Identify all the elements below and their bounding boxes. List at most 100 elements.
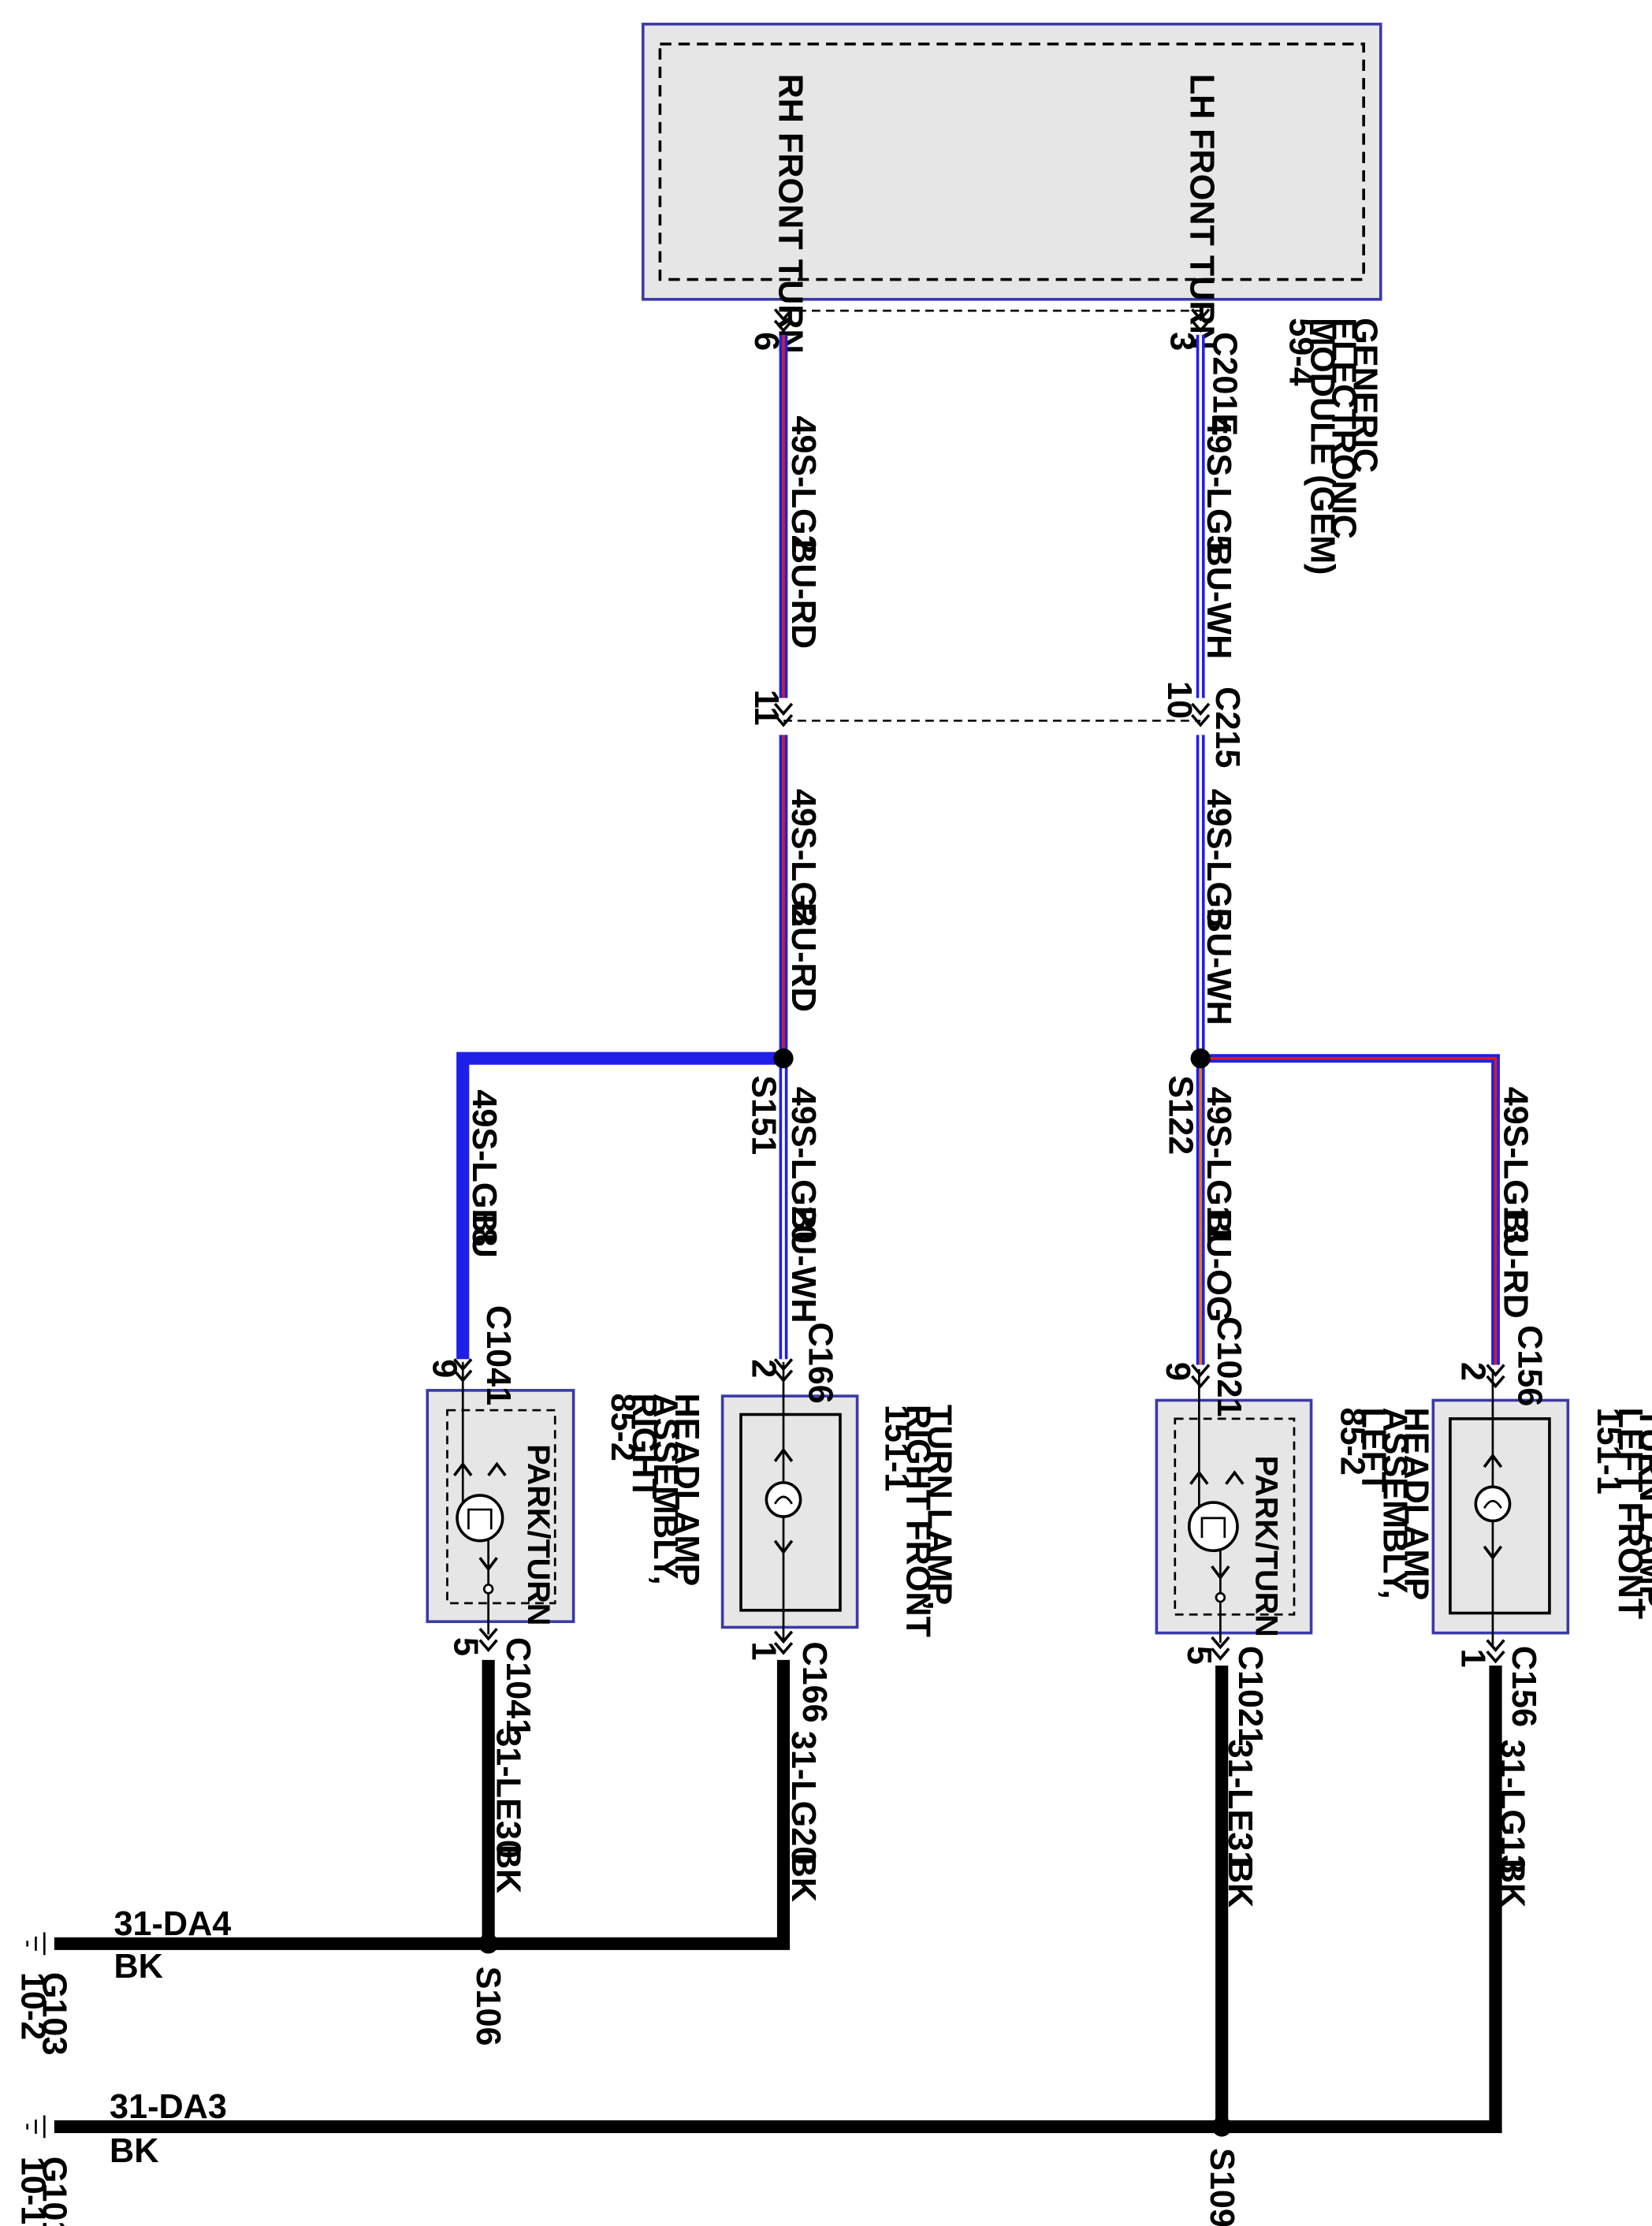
- turn-right-inner: [739, 1413, 842, 1612]
- turn-left-name-3: 151-1: [1590, 1407, 1628, 1494]
- splice-s122-dot: [1190, 1048, 1211, 1069]
- ground-g101-id: G101: [35, 2157, 73, 2226]
- filament-icon: [467, 1508, 493, 1530]
- gem-name-line-1: GENERIC: [1346, 318, 1384, 473]
- connector-c156-top-icon: [1486, 1364, 1505, 1389]
- rh-upper-circuit: 49S-LG2: [784, 415, 822, 553]
- headlamp-right-name: HEADLAMP ASSEMBLY, RIGHT 85-2: [604, 1393, 705, 1586]
- lh-mid-color: BU-WH: [1200, 908, 1237, 1026]
- c1041-top-label: C1041: [479, 1305, 517, 1405]
- c215-label: C215: [1208, 687, 1246, 768]
- splice-s106-dot: [478, 1934, 499, 1954]
- connector-c215-pin10-icon: [1191, 702, 1211, 728]
- c1021-bottom-label: C1021: [1231, 1646, 1269, 1746]
- headlamp-left-bulb-label: PARK/TURN: [1248, 1456, 1283, 1637]
- headlamp-right-name-1: HEADLAMP: [668, 1393, 705, 1586]
- gem-module-name: GENERIC ELECTRONIC MODULE (GEM) 59-4: [1282, 318, 1384, 575]
- splice-s122-label: S122: [1162, 1075, 1200, 1155]
- headlamp-left-name-3: LEFT: [1354, 1407, 1392, 1492]
- turn-right-name-1: TURN LAMP,: [921, 1405, 958, 1610]
- gnd-turn-rh-circuit: 31-LG20: [784, 1731, 822, 1865]
- headlamp-left-name-1: HEADLAMP: [1397, 1407, 1434, 1600]
- lh-mid-circuit: 49S-LG5: [1200, 789, 1237, 927]
- wire-gnd-turn-rh: [488, 1659, 791, 1950]
- terminal-dot: [1215, 1591, 1226, 1603]
- headlamp-right-inner: [446, 1409, 556, 1605]
- gnd-turn-lh-circuit: 31-LG13: [1494, 1740, 1531, 1874]
- connector-c1021-bottom-icon: [1211, 1636, 1230, 1661]
- headlamp-left-name: HEADLAMP ASSEMBLY, LEFT 85-2: [1333, 1407, 1434, 1600]
- headlamp-lh-circuit: 49S-LG11: [1200, 1087, 1237, 1242]
- bulb-icon: [456, 1494, 504, 1543]
- c215-pin-10: 10: [1160, 681, 1198, 719]
- headlamp-right-name-2: ASSEMBLY,: [646, 1393, 684, 1584]
- c156-top-label: C156: [1510, 1325, 1548, 1406]
- splice-s151-dot: [773, 1048, 794, 1069]
- filament-icon: [1483, 1499, 1502, 1509]
- ground-g101-page: 10-1: [13, 2157, 51, 2224]
- arrow-down-icon: [1211, 1565, 1230, 1580]
- arrow-up-icon: [1483, 1453, 1503, 1468]
- ground-g103-circuit: 31-DA4: [113, 1905, 231, 1943]
- turn-lamp-left-front: TURN LAMP, LEFT FRONT 151-1: [1431, 1368, 1652, 1646]
- c166-bottom-label: C166: [795, 1641, 833, 1722]
- wires: [54, 334, 1502, 2134]
- arrow-up-icon: [773, 1447, 794, 1462]
- gem-name-line-4: 59-4: [1282, 318, 1320, 385]
- c166-pin-2: 2: [744, 1359, 782, 1378]
- c1021-top-label: C1021: [1210, 1316, 1248, 1416]
- connector-c166-bottom-icon: [773, 1630, 794, 1655]
- headlamp-rh-color: BU: [465, 1208, 503, 1257]
- headlamp-assembly-right: PARK/TURN HEADLAMP ASSEMBLY, RIGHT 85-2: [426, 1361, 705, 1635]
- ground-g101-color: BK: [110, 2132, 158, 2170]
- gnd-turn-lh-color: BK: [1494, 1859, 1531, 1908]
- gem-module-box: [642, 22, 1382, 301]
- ground-g103-id: G103: [35, 1972, 73, 2056]
- ground-g101-circuit: 31-DA3: [110, 2088, 227, 2126]
- connector-symbols: [453, 308, 1505, 1664]
- headlamp-left-inner: [1174, 1417, 1296, 1616]
- headlamp-lh-color: BU-OG: [1200, 1208, 1237, 1322]
- connector-c201e-pin3-icon: [1191, 308, 1211, 333]
- turn-right-name-3: 151-1: [878, 1405, 916, 1491]
- ground-g103-color: BK: [113, 1948, 162, 1986]
- gem-name-line-3: MODULE (GEM): [1304, 318, 1341, 575]
- turn-left-inner: [1449, 1417, 1551, 1615]
- headlamp-left-name-4: 85-2: [1333, 1407, 1371, 1475]
- bulb-icon: [1474, 1485, 1512, 1523]
- gem-module-inner-dashed: [658, 42, 1365, 281]
- c201e-pin-3: 3: [1163, 332, 1200, 351]
- turn-left-name: TURN LAMP, LEFT FRONT 151-1: [1590, 1407, 1652, 1619]
- filament-icon: [1200, 1517, 1226, 1539]
- connector-c1041-bottom-icon: [478, 1628, 498, 1653]
- c1041-pin-9: 9: [425, 1359, 463, 1378]
- connector-c201e-pin6-icon: [773, 308, 794, 333]
- c201e-pin-6: 6: [747, 332, 785, 351]
- turn-rh-circuit: 49S-LG20: [784, 1087, 822, 1244]
- headlamp-right-name-3: RIGHT: [625, 1393, 663, 1498]
- turn-left-name-1: TURN LAMP,: [1632, 1407, 1652, 1613]
- c166-pin-1: 1: [744, 1641, 782, 1660]
- c1021-pin-9: 9: [1159, 1362, 1196, 1381]
- turn-lh-color: BU-RD: [1496, 1208, 1534, 1318]
- c1041-pin-5: 5: [446, 1637, 484, 1656]
- turn-rh-color: BU-WH: [784, 1206, 822, 1323]
- connector-c156-bottom-icon: [1486, 1639, 1505, 1664]
- gem-module: RH FRONT TURN LH FRONT TURN GENERIC ELEC…: [642, 22, 1384, 575]
- bulb-icon: [1187, 1501, 1239, 1553]
- rh-front-turn-label: RH FRONT TURN: [772, 74, 809, 354]
- rh-upper-color: BU-RD: [784, 539, 822, 649]
- gnd-headlamp-rh-circuit: 31-LE30: [489, 1728, 526, 1859]
- c1041-bottom-label: C1041: [499, 1637, 537, 1737]
- headlamp-rh-circuit: 49S-LG18: [465, 1089, 503, 1246]
- gnd-headlamp-rh-color: BK: [489, 1844, 526, 1893]
- ground-g103-icon: [26, 1932, 46, 1956]
- splice-s151-label: S151: [744, 1075, 782, 1155]
- rh-mid-circuit: 49S-LG2: [784, 789, 822, 927]
- splice-s109-label: S109: [1203, 2148, 1241, 2226]
- turn-right-name: TURN LAMP, RIGHT FRONT 151-1: [878, 1405, 958, 1637]
- turn-lh-circuit: 49S-LG13: [1496, 1087, 1534, 1244]
- splice-s109-dot: [1211, 2116, 1232, 2137]
- c215-pin-11: 11: [747, 690, 785, 726]
